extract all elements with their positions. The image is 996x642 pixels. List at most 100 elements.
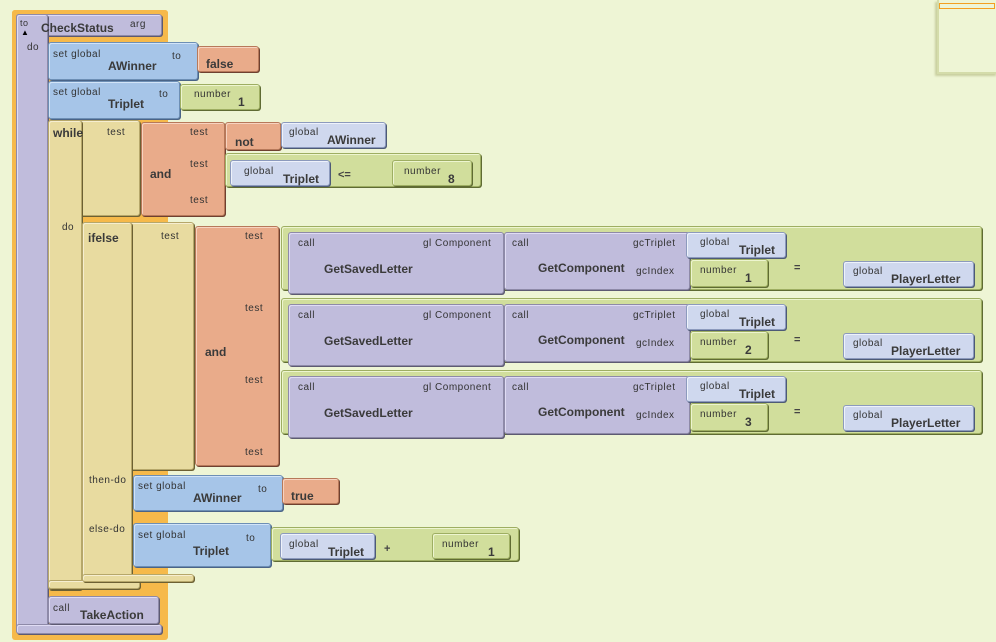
number-label: number (700, 409, 737, 420)
boolean-value: true (291, 489, 314, 503)
number-block[interactable] (432, 533, 510, 559)
while-body-rail (48, 120, 82, 590)
number-block[interactable] (690, 403, 768, 431)
test-label: test (245, 303, 264, 314)
call-label: call (298, 310, 316, 321)
variable-name: PlayerLetter (891, 344, 961, 358)
call-label: call (512, 310, 530, 321)
procedure-call-name: TakeAction (80, 608, 144, 622)
number-block[interactable] (180, 84, 260, 110)
call-getcomponent-block[interactable] (504, 232, 690, 290)
addition-operator: + (384, 543, 391, 555)
call-label: call (512, 238, 530, 249)
procedure-keyword: to (20, 18, 29, 28)
true-block[interactable] (282, 478, 339, 504)
global-label: global (853, 266, 883, 277)
to-label: to (159, 89, 169, 100)
test-label: test (161, 231, 180, 242)
global-label: global (700, 237, 730, 248)
global-triplet-getter[interactable] (280, 533, 375, 559)
workspace-minimap[interactable] (937, 0, 996, 74)
to-label: to (246, 533, 256, 544)
number-value: 3 (745, 415, 752, 429)
param-label: gl Component (423, 238, 492, 249)
procedure-call-name: GetComponent (538, 333, 625, 347)
set-global-label: set global (53, 87, 101, 98)
test-label: test (245, 375, 264, 386)
global-triplet-getter[interactable] (230, 160, 330, 186)
variable-name: PlayerLetter (891, 272, 961, 286)
global-label: global (244, 166, 274, 177)
and-label: and (205, 345, 227, 359)
procedure-name[interactable]: CheckStatus (41, 21, 114, 35)
param-label: gcIndex (636, 410, 675, 421)
to-label: to (258, 484, 268, 495)
number-block[interactable] (690, 259, 768, 287)
set-triplet-block[interactable] (48, 81, 180, 119)
call-label: call (298, 238, 316, 249)
global-playerletter-getter[interactable] (843, 333, 974, 359)
equals-operator[interactable]: = (794, 334, 801, 346)
test-label: test (190, 195, 209, 206)
global-label: global (700, 381, 730, 392)
number-block[interactable] (690, 331, 768, 359)
call-getsavedletter-block[interactable] (288, 232, 504, 294)
call-label: call (53, 603, 71, 614)
not-block[interactable] (225, 122, 281, 150)
global-triplet-getter[interactable] (686, 304, 786, 330)
collapse-arrow-icon[interactable]: ▲ (21, 28, 29, 37)
and-block[interactable] (195, 226, 279, 466)
procedure-body-rail (16, 14, 48, 634)
call-getcomponent-block[interactable] (504, 376, 690, 434)
number-value: 1 (488, 545, 495, 559)
equals-operator[interactable]: = (794, 262, 801, 274)
minimap-viewport[interactable] (939, 3, 995, 9)
variable-name: AWinner (327, 133, 376, 147)
set-awinner-true-block[interactable] (133, 475, 283, 511)
test-label: test (245, 231, 264, 242)
number-value: 1 (745, 271, 752, 285)
variable-name: AWinner (108, 59, 157, 73)
procedure-call-name: GetComponent (538, 261, 625, 275)
number-label: number (700, 337, 737, 348)
do-label: do (62, 222, 75, 233)
global-triplet-getter[interactable] (686, 232, 786, 258)
number-label: number (194, 89, 231, 100)
procedure-do-label: do (27, 42, 40, 53)
ifelse-footer (82, 574, 194, 582)
global-label: global (853, 410, 883, 421)
while-keyword: while (53, 126, 84, 140)
compare-operator[interactable]: <= (338, 169, 351, 181)
equals-operator[interactable]: = (794, 406, 801, 418)
procedure-call-name: GetSavedLetter (324, 262, 413, 276)
test-label: test (107, 127, 126, 138)
set-triplet-increment-block[interactable] (133, 523, 271, 567)
global-awinner-getter[interactable] (281, 122, 386, 148)
to-label: to (172, 51, 182, 62)
call-getsavedletter-block[interactable] (288, 376, 504, 438)
variable-name: Triplet (739, 243, 776, 257)
global-label: global (289, 127, 319, 138)
param-label: gcTriplet (633, 382, 676, 393)
call-label: call (298, 382, 316, 393)
global-triplet-getter[interactable] (686, 376, 786, 402)
call-getcomponent-block[interactable] (504, 304, 690, 362)
call-takeaction-block[interactable] (48, 596, 159, 624)
and-label: and (150, 167, 172, 181)
number-label: number (404, 166, 441, 177)
ifelse-body-rail (82, 222, 132, 582)
global-playerletter-getter[interactable] (843, 261, 974, 287)
number-value: 8 (448, 172, 455, 186)
param-label: gl Component (423, 382, 492, 393)
global-playerletter-getter[interactable] (843, 405, 974, 431)
set-global-label: set global (138, 481, 186, 492)
ifelse-keyword: ifelse (88, 231, 119, 245)
false-block[interactable] (197, 46, 259, 72)
and-block[interactable] (141, 122, 225, 216)
variable-name: Triplet (108, 97, 145, 111)
variable-name: Triplet (193, 544, 230, 558)
number-block[interactable] (392, 160, 472, 186)
param-label: gcIndex (636, 266, 675, 277)
else-do-label: else-do (89, 524, 126, 535)
call-getsavedletter-block[interactable] (288, 304, 504, 366)
